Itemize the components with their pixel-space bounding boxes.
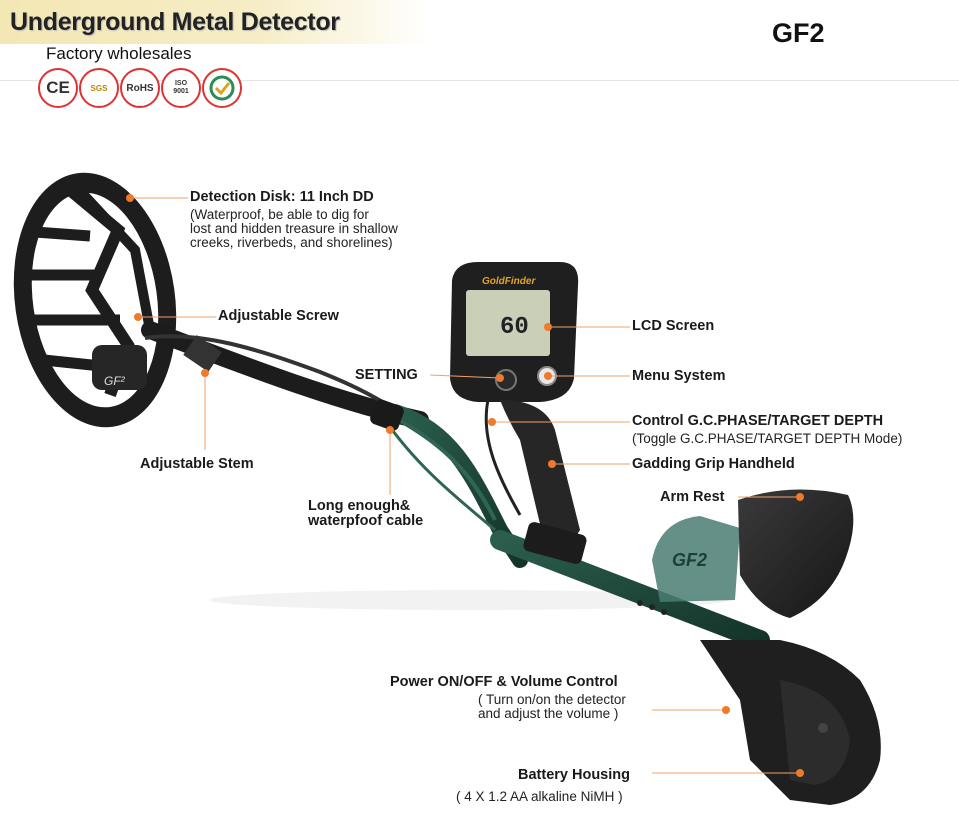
- iso-9001-badge-icon: ISO 9001: [161, 68, 201, 108]
- label-detection-disk: Detection Disk: 11 Inch DD: [190, 189, 374, 205]
- battery-housing: [700, 640, 881, 805]
- header-band: [0, 0, 430, 44]
- lower-shaft-joint: [183, 335, 222, 372]
- note-power-2: and adjust the volume ): [478, 706, 619, 721]
- sgs-badge-icon: SGS: [79, 68, 119, 108]
- svg-text:GF²: GF²: [104, 374, 126, 388]
- brand-label: GoldFinder: [482, 276, 536, 287]
- label-lcd-screen: LCD Screen: [632, 318, 715, 334]
- handle-grip: [500, 400, 580, 546]
- armrest-badge: GF2: [672, 550, 707, 570]
- handle-mount: [523, 522, 587, 564]
- label-power: Power ON/OFF & Volume Control: [390, 674, 618, 690]
- note-detection-disk-1: (Waterproof, be able to dig for: [190, 207, 369, 222]
- header-divider: [0, 80, 959, 81]
- ce-mark-icon: CE: [38, 68, 78, 108]
- ground-shadow: [210, 590, 730, 610]
- label-arm-rest: Arm Rest: [660, 489, 725, 505]
- control-box: GoldFinder 60: [450, 262, 579, 402]
- callout-dots: [126, 194, 804, 777]
- label-control: Control G.C.PHASE/TARGET DEPTH: [632, 413, 884, 429]
- label-cable-line1: Long enough&: [308, 498, 411, 514]
- quality-check-badge-icon: [202, 68, 242, 108]
- iso-badge-text: ISO 9001: [173, 80, 189, 95]
- rohs-badge-text: RoHS: [126, 82, 154, 94]
- label-adjustable-screw: Adjustable Screw: [218, 308, 339, 324]
- cable-loop-2: [383, 419, 496, 532]
- armrest: GF2: [652, 489, 854, 618]
- label-menu-system: Menu System: [632, 368, 726, 384]
- coil-cable: [144, 334, 397, 412]
- label-battery: Battery Housing: [518, 767, 630, 783]
- sgs-badge-text: SGS: [90, 83, 108, 93]
- page-subtitle: Factory wholesales: [46, 44, 192, 63]
- model-name: GF2: [772, 18, 825, 48]
- callout-lines: [130, 197, 800, 774]
- lcd-value: 60: [500, 314, 529, 341]
- note-power-1: ( Turn on/on the detector: [478, 692, 626, 707]
- check-mark-icon: [209, 75, 235, 101]
- label-setting: SETTING: [355, 367, 418, 383]
- rohs-badge-icon: RoHS: [120, 68, 160, 108]
- note-detection-disk-3: creeks, riverbeds, and shorelines): [190, 235, 393, 250]
- note-detection-disk-2: lost and hidden treasure in shallow: [190, 221, 398, 236]
- page-title: Underground Metal Detector: [10, 8, 340, 36]
- ce-mark-text: CE: [46, 78, 70, 97]
- note-control: (Toggle G.C.PHASE/TARGET DEPTH Mode): [632, 431, 903, 446]
- label-adjustable-stem: Adjustable Stem: [140, 456, 254, 472]
- search-coil: GF²: [13, 172, 177, 428]
- handle-cable: [484, 399, 522, 516]
- lcd-screen: [466, 290, 550, 356]
- main-shaft: [490, 530, 770, 650]
- note-battery: ( 4 X 1.2 AA alkaline NiMH ): [456, 789, 623, 804]
- label-grip: Gadding Grip Handheld: [632, 456, 795, 472]
- shaft-clamp: [370, 399, 404, 431]
- shaft-buttons: [637, 600, 667, 615]
- label-cable-line2: waterpfoof cable: [308, 513, 424, 529]
